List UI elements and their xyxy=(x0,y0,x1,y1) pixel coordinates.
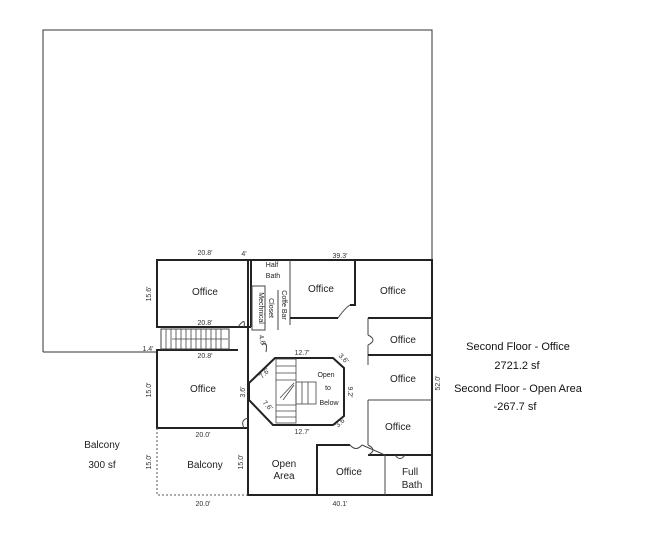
dim-stair-top: 20.8' xyxy=(198,320,213,327)
dim-bottom-right: 40.1' xyxy=(333,501,348,508)
room-balcony: Balcony xyxy=(187,460,223,471)
dim-top-small: 4' xyxy=(241,251,246,258)
room-half-bath-2: Bath xyxy=(266,273,281,280)
dim-top-right: 39.3' xyxy=(333,253,348,260)
room-full-bath: Full xyxy=(402,467,418,478)
summary-office-area: 2721.2 sf xyxy=(494,360,540,372)
room-office-bottom: Office xyxy=(336,467,362,478)
roof-outline xyxy=(42,29,433,352)
dim-oct-bottom: 12.7' xyxy=(295,429,310,436)
room-office-right-3: Office xyxy=(385,422,411,433)
room-open-below: Open xyxy=(317,372,334,379)
left-mid-wall xyxy=(156,349,248,429)
dim-oct-bl: 7.6' xyxy=(261,400,274,413)
summary-open-label: Second Floor - Open Area xyxy=(454,383,583,395)
dim-top-left: 20.8' xyxy=(198,250,213,257)
room-full-bath-2: Bath xyxy=(402,480,423,491)
room-office-top-right: Office xyxy=(380,286,406,297)
room-open-below-3: Below xyxy=(319,400,339,407)
room-mech-closet: Mechnical xyxy=(257,292,264,324)
dim-oct-tl: 7.6' xyxy=(259,368,272,381)
dim-balcony-top: 20.0' xyxy=(196,432,211,439)
dim-bottom-left: 20.0' xyxy=(196,501,211,508)
dim-left-office: 15.6' xyxy=(146,287,153,302)
room-office-top-mid: Office xyxy=(308,284,334,295)
summary-office-label: Second Floor - Office xyxy=(466,341,570,353)
open-to-below-octagon xyxy=(248,357,345,426)
room-office-right-1: Office xyxy=(390,335,416,346)
dim-balcony-left: 15.0' xyxy=(146,455,153,470)
dim-balcony-right: 15.0' xyxy=(238,455,245,470)
room-office-top-left: Office xyxy=(192,287,218,298)
dim-stair-gap: 1.4' xyxy=(142,346,153,353)
dim-right-side: 52.0' xyxy=(435,376,442,391)
room-open-area-2: Area xyxy=(273,471,295,482)
dim-stair-bottom: 20.8' xyxy=(198,353,213,360)
room-half-bath: Half xyxy=(266,262,279,269)
balcony-note-label: Balcony xyxy=(84,440,120,451)
room-office-right-2: Office xyxy=(390,374,416,385)
dim-oct-top: 12.7' xyxy=(295,350,310,357)
dim-hall: 4.6' xyxy=(257,334,267,347)
interior-walls xyxy=(237,260,432,495)
stairs-center xyxy=(275,358,317,424)
room-coffee-bar: Coffe Bar xyxy=(280,290,287,320)
balcony-note-area: 300 sf xyxy=(88,460,115,471)
building-outline xyxy=(247,259,433,496)
room-open-below-2: to xyxy=(325,385,331,392)
room-open-area: Open xyxy=(272,459,296,470)
dim-oct-right: 9.2' xyxy=(346,386,353,397)
summary-open-area: -267.7 sf xyxy=(494,401,538,413)
dim-left-mid: 15.0' xyxy=(146,383,153,398)
left-wing-wall xyxy=(156,259,251,328)
room-office-left-mid: Office xyxy=(190,384,216,395)
stairs-left xyxy=(160,328,230,350)
dim-oct-br: 3.6' xyxy=(335,417,348,430)
dim-oct-left: 3.6' xyxy=(240,386,247,397)
room-mech-closet-2: Closet xyxy=(267,298,274,318)
